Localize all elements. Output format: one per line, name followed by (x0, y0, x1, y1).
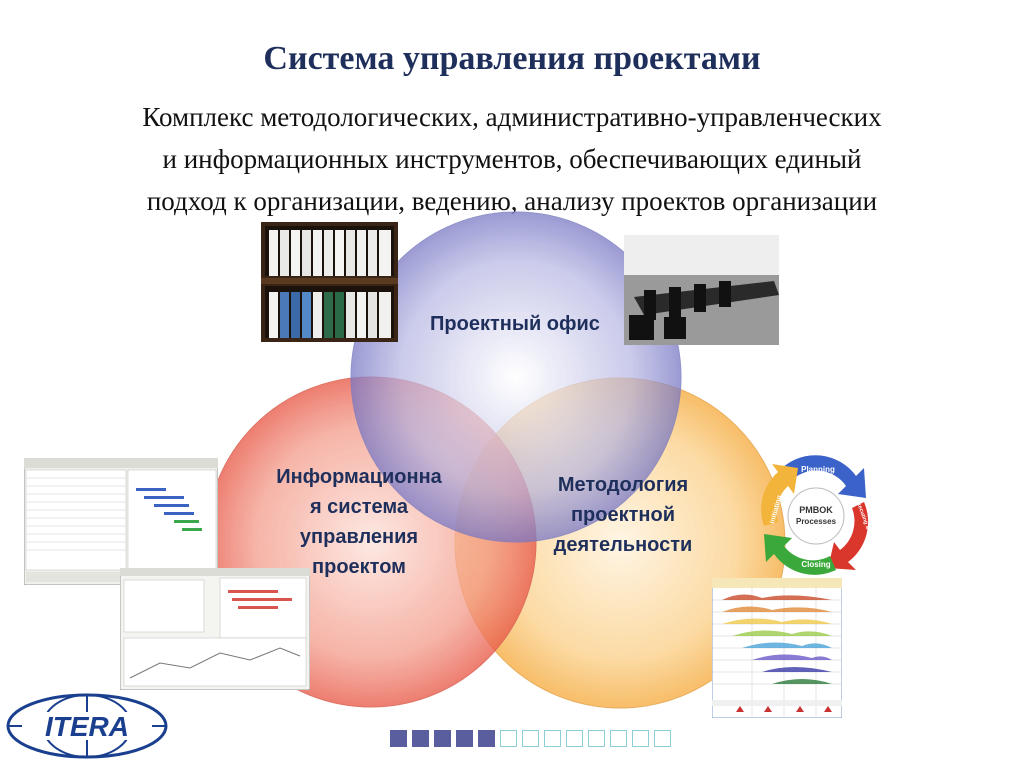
meeting-room-photo (624, 235, 779, 345)
progress-square (610, 730, 627, 747)
progress-square (632, 730, 649, 747)
label-information-system-line-1: Информационна (276, 466, 442, 488)
progress-square (456, 730, 473, 747)
subtitle-line-1: Комплекс методологических, административ… (142, 102, 882, 132)
circle-project-office (350, 211, 682, 543)
progress-square (434, 730, 451, 747)
label-information-system-line-2: я система (309, 496, 409, 518)
slide-title: Система управления проектами (263, 40, 761, 77)
pmbok-segment-closing: Closing (801, 560, 830, 569)
label-methodology-line-1: Методология (557, 474, 689, 496)
binders-bottom-row (269, 292, 391, 338)
itera-logo-text: ITERA (45, 711, 129, 742)
subtitle-line-3: подход к организации, ведению, анализу п… (146, 186, 878, 216)
label-methodology-line-3: деятельности (553, 534, 693, 556)
label-information-system-line-3: управления (299, 526, 419, 548)
binders-photo (261, 222, 398, 342)
pmbok-segment-planning: Planning (801, 465, 835, 474)
phases-process-chart (712, 578, 842, 718)
progress-square (566, 730, 583, 747)
label-project-office: Проектный офис (430, 313, 600, 335)
label-information-system: Информационна я система управления проек… (245, 462, 473, 582)
progress-square (654, 730, 671, 747)
progress-square (544, 730, 561, 747)
subtitle-line-2: и информационных инструментов, обеспечив… (162, 144, 862, 174)
pmbok-center-line-1: PMBOK (799, 505, 833, 515)
label-information-system-line-4: проектом (312, 556, 406, 578)
binders-top-row (269, 230, 391, 276)
software-screenshot-report (120, 568, 310, 690)
progress-square (390, 730, 407, 747)
label-methodology-line-2: проектной (570, 504, 676, 526)
pmbok-center-line-2: Processes (796, 517, 837, 526)
progress-square (478, 730, 495, 747)
slide-subtitle: Комплекс методологических, административ… (30, 96, 994, 222)
progress-square (500, 730, 517, 747)
progress-square (412, 730, 429, 747)
slide-progress-indicator (390, 730, 671, 747)
progress-square (522, 730, 539, 747)
itera-logo: ITERA (6, 693, 168, 759)
software-screenshot-gantt (24, 458, 218, 585)
label-methodology: Методология проектной деятельности (520, 470, 726, 560)
pmbok-cycle-graphic: PMBOK Processes Planning Closing Initiat… (761, 455, 880, 575)
progress-square (588, 730, 605, 747)
